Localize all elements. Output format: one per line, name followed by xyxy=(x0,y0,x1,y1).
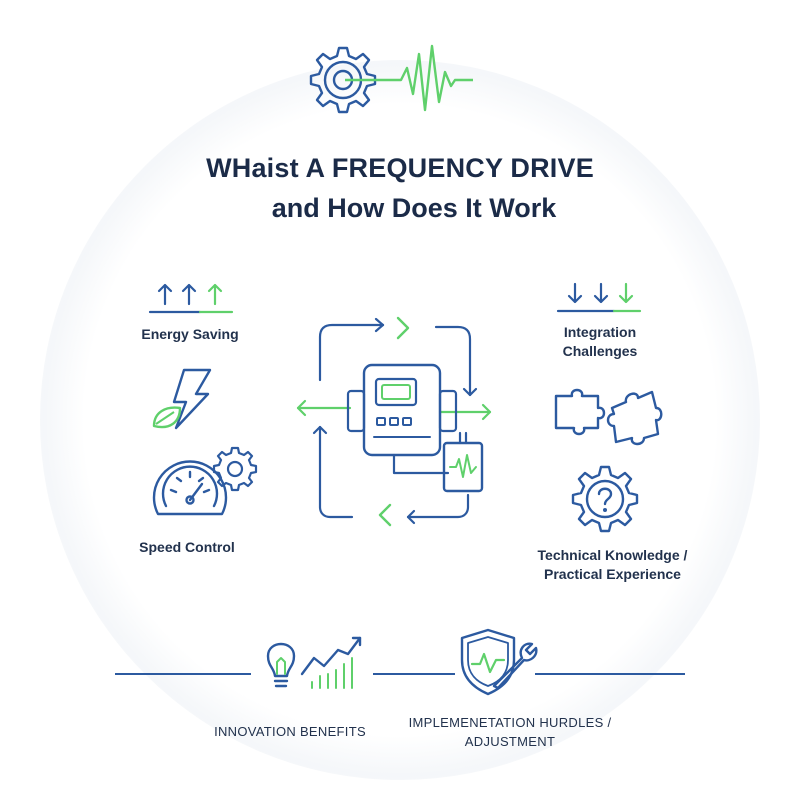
puzzle-pieces-icon xyxy=(554,388,663,446)
chevron-left-green xyxy=(378,503,392,527)
shield-wrench-icon xyxy=(460,628,538,696)
lightning-leaf-icon xyxy=(152,368,212,430)
knowledge-line-2: Practical Experience xyxy=(544,566,681,582)
cycle-arrow-bottom-left xyxy=(318,425,354,519)
up-arrows-icon xyxy=(148,283,234,314)
gear-signal-icon xyxy=(309,44,473,114)
innovation-benefits-label: INNOVATION BENEFITS xyxy=(214,724,366,739)
cycle-arrow-top-right xyxy=(434,325,472,397)
frequency-drive-diagram xyxy=(296,316,492,527)
implementation-line-1: IMPLEMENETATION HURDLES / xyxy=(408,715,612,730)
lightbulb-growth-icon xyxy=(266,636,362,689)
chevron-right-green xyxy=(396,316,410,340)
background-halo xyxy=(40,60,760,780)
down-arrows-icon xyxy=(556,282,642,313)
cycle-arrow-bottom-right xyxy=(406,493,470,519)
implementation-hurdles-label: IMPLEMENETATION HURDLES / ADJUSTMENT xyxy=(395,713,625,751)
bottom-divider-line xyxy=(115,673,685,675)
waveform-module xyxy=(442,441,484,493)
drive-display xyxy=(374,377,418,407)
integration-line-2: Challenges xyxy=(562,343,638,359)
integration-challenges-label: Integration Challenges xyxy=(520,323,680,361)
question-gear-icon xyxy=(571,465,639,533)
title-line-1: WHaist A FREQUENCY DRIVE xyxy=(206,153,594,183)
energy-saving-label: Energy Saving xyxy=(141,326,239,342)
implementation-line-2: ADJUSTMENT xyxy=(464,734,556,749)
cycle-arrow-top-left xyxy=(318,323,385,382)
technical-knowledge-label: Technical Knowledge / Practical Experien… xyxy=(510,546,715,584)
speedometer-gear-icon xyxy=(152,446,258,516)
integration-line-1: Integration xyxy=(563,324,637,340)
title-line-2: and How Does It Work xyxy=(271,193,557,223)
knowledge-line-1: Technical Knowledge / xyxy=(537,547,688,563)
speed-control-label: Speed Control xyxy=(139,539,235,555)
